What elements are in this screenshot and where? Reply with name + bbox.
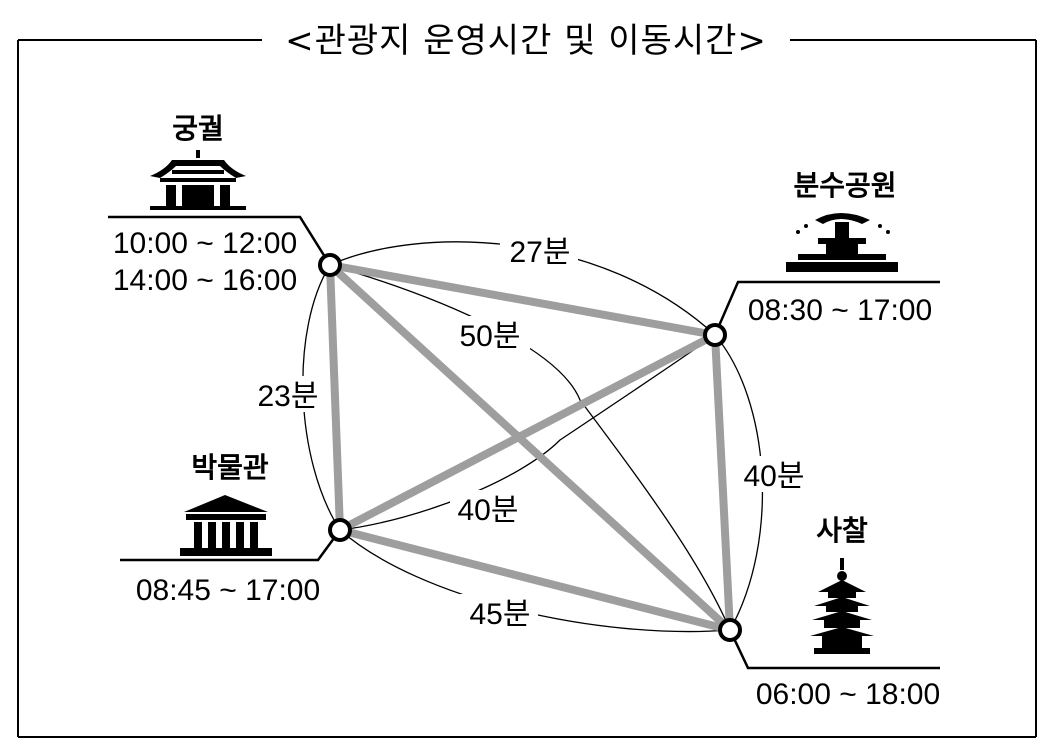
leader-lines <box>108 215 940 670</box>
node-fountain-park <box>703 323 727 347</box>
temple-hours: 06:00 ~ 18:00 <box>756 678 940 711</box>
fountain-park-hours: 08:30 ~ 17:00 <box>748 294 932 327</box>
museum-icon <box>180 495 272 556</box>
frame <box>17 39 1037 738</box>
node-palace <box>318 253 342 277</box>
nodes <box>318 253 742 642</box>
place-name-temple: 사찰 <box>816 514 868 547</box>
place-name-fountain-park: 분수공원 <box>793 169 896 202</box>
museum-hours: 08:45 ~ 17:00 <box>136 574 320 607</box>
pagoda-icon <box>810 558 874 654</box>
palace-hours-1: 10:00 ~ 12:00 <box>113 227 297 260</box>
fountain-icon <box>786 213 898 272</box>
palace-hours-2: 14:00 ~ 16:00 <box>113 264 297 297</box>
route-palace-temple <box>326 261 734 634</box>
edge-label-palace-museum: 23분 <box>258 380 319 413</box>
edge-label-palace-fountain: 27분 <box>510 236 571 269</box>
route-museum-temple <box>336 526 734 634</box>
place-name-museum: 박물관 <box>191 451 269 484</box>
edge-label-palace-temple: 50분 <box>460 320 521 353</box>
place-temple: 사찰 06:00 ~ 18:00 <box>756 514 940 711</box>
diagram-title: <관광지 운영시간 및 이동시간> <box>285 21 767 61</box>
route-fountain-temple <box>711 331 734 634</box>
route-museum-fountain <box>336 331 719 534</box>
place-museum: 박물관 08:45 ~ 17:00 <box>136 451 320 607</box>
place-palace: 궁궐 10:00 ~ 12:00 14:00 ~ 16:00 <box>113 112 297 297</box>
place-fountain-park: 분수공원 08:30 ~ 17:00 <box>748 169 932 327</box>
place-name-palace: 궁궐 <box>172 112 224 145</box>
palace-icon <box>150 150 246 210</box>
route-lines <box>326 261 734 634</box>
edge-label-museum-fountain: 40분 <box>458 494 519 527</box>
edge-labels: 27분 50분 23분 40분 40분 45분 <box>248 232 812 631</box>
edge-label-fountain-temple: 40분 <box>744 460 805 493</box>
node-temple <box>718 618 742 642</box>
route-palace-fountain <box>326 261 719 339</box>
edge-label-museum-temple: 45분 <box>470 598 531 631</box>
route-palace-museum <box>326 261 344 534</box>
node-museum <box>328 518 352 542</box>
